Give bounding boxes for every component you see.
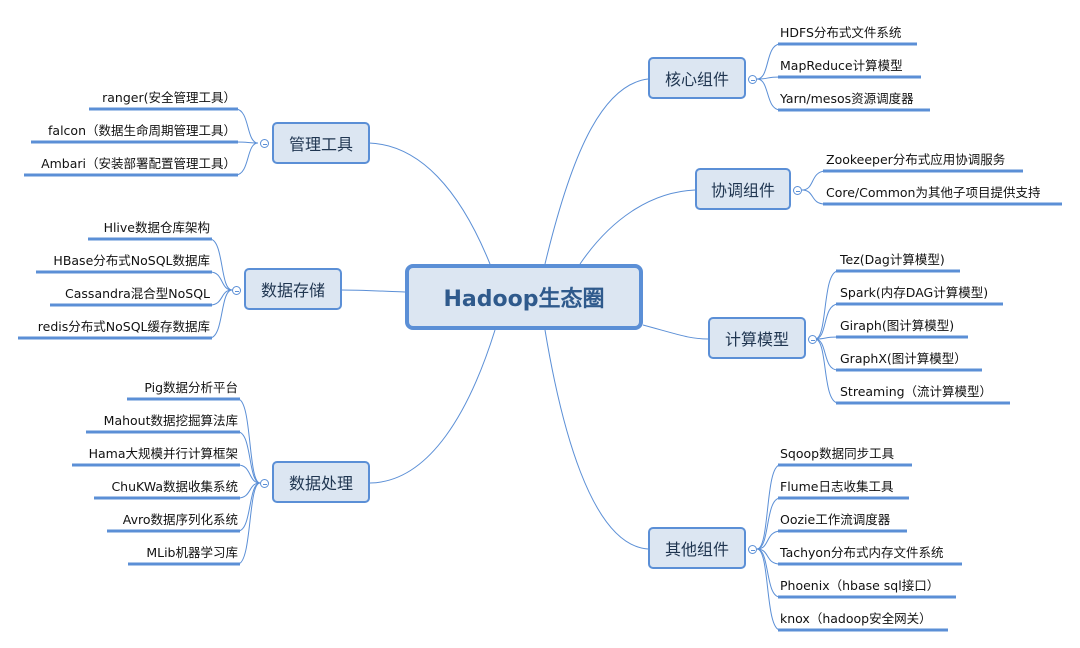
leaf-streaming[interactable]: Streaming（流计算模型） [840, 384, 993, 399]
leaf-yarn[interactable]: Yarn/mesos资源调度器 [780, 91, 914, 106]
topic-compute-models[interactable]: 计算模型 [708, 317, 806, 359]
collapse-toggle-icon[interactable] [232, 286, 241, 295]
leaf-ambari[interactable]: Ambari（安装部署配置管理工具） [41, 156, 236, 171]
topic-data-processing[interactable]: 数据处理 [272, 461, 370, 503]
collapse-toggle-icon[interactable] [260, 479, 269, 488]
collapse-toggle-icon[interactable] [808, 335, 817, 344]
central-topic[interactable]: Hadoop生态圈 [405, 264, 643, 330]
leaf-pig[interactable]: Pig数据分析平台 [144, 380, 238, 395]
leaf-graphx[interactable]: GraphX(图计算模型） [840, 351, 967, 366]
collapse-toggle-icon[interactable] [748, 545, 757, 554]
topic-data-storage[interactable]: 数据存储 [244, 268, 342, 310]
leaf-mlib[interactable]: MLib机器学习库 [146, 545, 238, 560]
leaf-mapreduce[interactable]: MapReduce计算模型 [780, 58, 903, 73]
leaf-giraph[interactable]: Giraph(图计算模型) [840, 318, 955, 333]
topic-coordination-components[interactable]: 协调组件 [695, 168, 791, 210]
collapse-toggle-icon[interactable] [748, 75, 757, 84]
leaf-spark[interactable]: Spark(内存DAG计算模型) [840, 285, 989, 300]
leaf-sqoop[interactable]: Sqoop数据同步工具 [780, 446, 895, 461]
leaf-chukwa[interactable]: ChuKWa数据收集系统 [111, 479, 238, 494]
collapse-toggle-icon[interactable] [793, 186, 802, 195]
leaf-hdfs[interactable]: HDFS分布式文件系统 [780, 25, 902, 40]
topic-core-components[interactable]: 核心组件 [648, 57, 746, 99]
collapse-toggle-icon[interactable] [260, 139, 269, 148]
leaf-cassandra[interactable]: Cassandra混合型NoSQL [65, 286, 210, 301]
topic-label: 核心组件 [664, 70, 729, 89]
leaf-oozie[interactable]: Oozie工作流调度器 [780, 512, 891, 527]
topic-label: 数据处理 [288, 474, 353, 493]
central-topic-label: Hadoop生态圈 [443, 287, 605, 312]
leaf-hama[interactable]: Hama大规模并行计算框架 [88, 446, 238, 461]
leaf-core-common[interactable]: Core/Common为其他子项目提供支持 [826, 185, 1041, 200]
leaf-falcon[interactable]: falcon（数据生命周期管理工具） [48, 123, 236, 138]
leaf-flume[interactable]: Flume日志收集工具 [780, 479, 894, 494]
leaf-mahout[interactable]: Mahout数据挖掘算法库 [103, 413, 238, 428]
topic-label: 协调组件 [710, 181, 775, 200]
leaf-phoenix[interactable]: Phoenix（hbase sql接口） [780, 578, 940, 593]
topic-management-tools[interactable]: 管理工具 [272, 122, 370, 164]
topic-other-components[interactable]: 其他组件 [648, 527, 746, 569]
leaf-ranger[interactable]: ranger(安全管理工具） [102, 90, 236, 105]
leaf-hbase[interactable]: HBase分布式NoSQL数据库 [53, 253, 210, 268]
leaf-knox[interactable]: knox（hadoop安全网关） [780, 611, 932, 626]
topic-label: 数据存储 [260, 281, 325, 300]
topic-label: 计算模型 [724, 330, 789, 349]
leaf-tez[interactable]: Tez(Dag计算模型) [840, 252, 945, 267]
topic-label: 管理工具 [288, 135, 353, 154]
topic-label: 其他组件 [664, 540, 729, 559]
leaf-tachyon[interactable]: Tachyon分布式内存文件系统 [780, 545, 944, 560]
leaf-hive[interactable]: Hlive数据仓库架构 [103, 220, 210, 235]
leaf-avro[interactable]: Avro数据序列化系统 [122, 512, 238, 527]
leaf-redis[interactable]: redis分布式NoSQL缓存数据库 [37, 319, 210, 334]
leaf-zookeeper[interactable]: Zookeeper分布式应用协调服务 [826, 152, 1006, 167]
